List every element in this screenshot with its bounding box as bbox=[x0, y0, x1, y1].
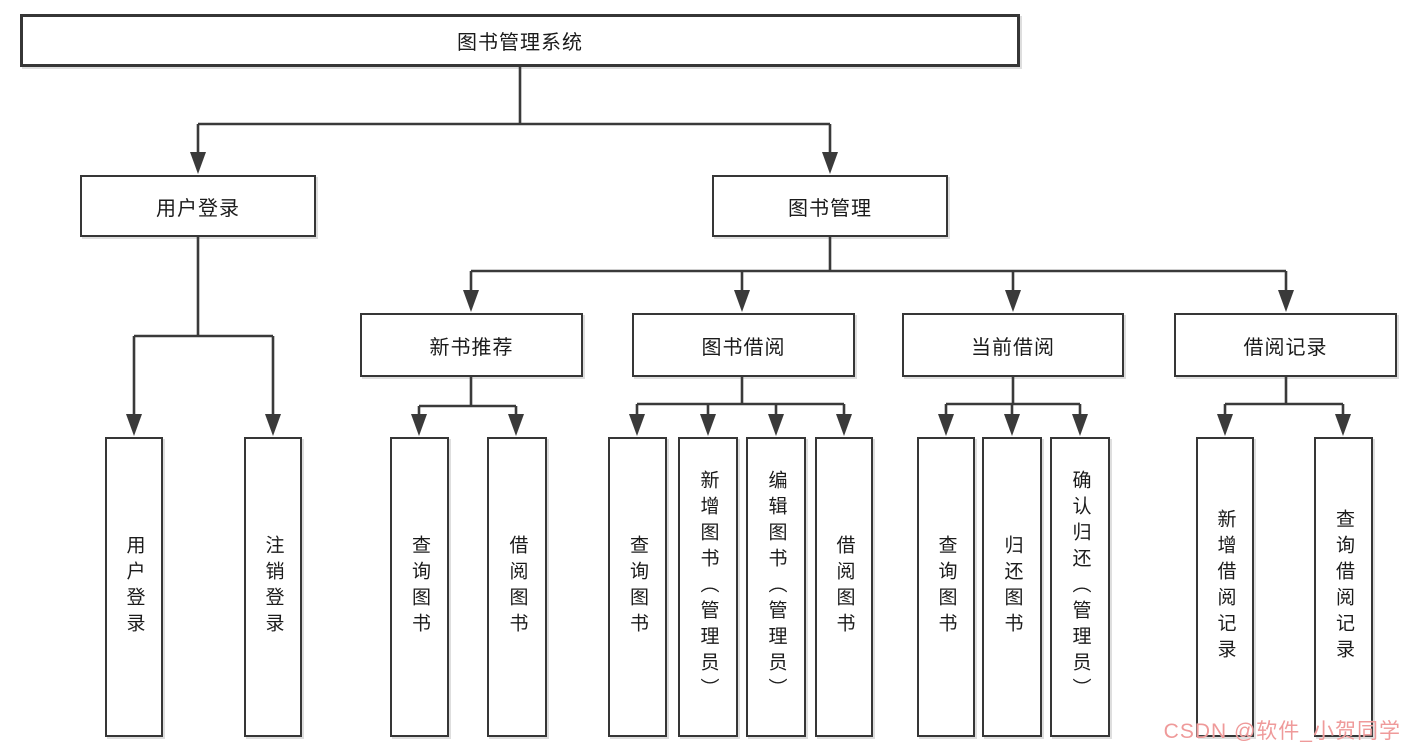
node-label: 查询图书 bbox=[935, 535, 957, 639]
node-label: 归还图书 bbox=[1001, 535, 1023, 639]
leaf-confirm-return-admin: 确认归还（管理员） bbox=[1050, 437, 1110, 737]
node-book-borrow: 图书借阅 bbox=[632, 313, 855, 377]
node-label: 图书管理系统 bbox=[457, 32, 583, 54]
node-label: 用户登录 bbox=[123, 535, 145, 639]
leaf-borrow-books-2: 借阅图书 bbox=[815, 437, 873, 737]
leaf-query-books-3: 查询图书 bbox=[917, 437, 975, 737]
leaf-add-books-admin: 新增图书（管理员） bbox=[678, 437, 738, 737]
node-label: 借阅图书 bbox=[506, 535, 528, 639]
node-label: 查询图书 bbox=[627, 535, 648, 639]
leaf-query-borrow-record: 查询借阅记录 bbox=[1314, 437, 1373, 737]
node-root-system: 图书管理系统 bbox=[20, 14, 1020, 67]
node-label: 查询图书 bbox=[409, 535, 430, 639]
node-current-borrow: 当前借阅 bbox=[902, 313, 1124, 377]
node-label: 当前借阅 bbox=[971, 336, 1055, 359]
leaf-add-borrow-record: 新增借阅记录 bbox=[1196, 437, 1254, 737]
node-label: 编辑图书（管理员） bbox=[765, 470, 787, 704]
node-new-book-recommend: 新书推荐 bbox=[360, 313, 583, 377]
node-label: 新增借阅记录 bbox=[1214, 509, 1236, 665]
node-label: 确认归还（管理员） bbox=[1069, 470, 1091, 704]
node-label: 借阅记录 bbox=[1243, 336, 1328, 359]
leaf-query-books-2: 查询图书 bbox=[608, 437, 667, 737]
node-label: 新书推荐 bbox=[429, 336, 514, 359]
node-label: 用户登录 bbox=[156, 197, 240, 220]
node-label: 图书管理 bbox=[788, 197, 872, 220]
leaf-edit-books-admin: 编辑图书（管理员） bbox=[746, 437, 806, 737]
node-user-login: 用户登录 bbox=[80, 175, 316, 237]
node-borrow-records: 借阅记录 bbox=[1174, 313, 1397, 377]
node-label: 注销登录 bbox=[262, 535, 284, 639]
node-label: 图书借阅 bbox=[701, 336, 786, 359]
node-label: 借阅图书 bbox=[833, 535, 855, 639]
node-book-management: 图书管理 bbox=[712, 175, 948, 237]
leaf-borrow-books-1: 借阅图书 bbox=[487, 437, 547, 737]
leaf-return-books: 归还图书 bbox=[982, 437, 1042, 737]
leaf-query-books-1: 查询图书 bbox=[390, 437, 449, 737]
node-label: 新增图书（管理员） bbox=[697, 470, 719, 704]
leaf-logout: 注销登录 bbox=[244, 437, 302, 737]
csdn-watermark: CSDN @软件_小贺同学 bbox=[1163, 720, 1401, 743]
leaf-user-login: 用户登录 bbox=[105, 437, 163, 737]
node-label: 查询借阅记录 bbox=[1333, 509, 1354, 665]
